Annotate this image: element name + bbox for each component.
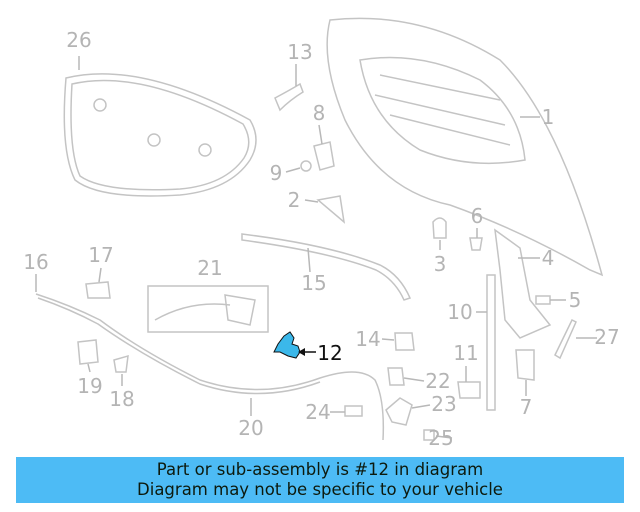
part-6[interactable] (469, 237, 483, 251)
part-15-seal[interactable] (241, 233, 412, 301)
callout-label-26[interactable]: 26 (66, 28, 91, 52)
part-25[interactable] (423, 429, 435, 441)
leader-line-15 (307, 247, 311, 273)
info-banner: Part or sub-assembly is #12 in diagram D… (16, 457, 624, 503)
callout-label-20[interactable]: 20 (238, 416, 263, 440)
leader-line-9 (285, 167, 301, 173)
callout-label-18[interactable]: 18 (109, 387, 134, 411)
callout-label-19[interactable]: 19 (77, 374, 102, 398)
part-7[interactable] (515, 349, 535, 381)
callout-label-6[interactable]: 6 (471, 204, 484, 228)
banner-line-1: Part or sub-assembly is #12 in diagram (156, 460, 484, 479)
callout-label-3[interactable]: 3 (434, 252, 447, 276)
callout-label-27[interactable]: 27 (594, 325, 619, 349)
leader-line-17 (98, 267, 102, 283)
callout-label-16[interactable]: 16 (23, 250, 48, 274)
part-20-cable[interactable] (35, 293, 385, 441)
callout-label-21[interactable]: 21 (197, 256, 222, 280)
part-8[interactable] (313, 141, 335, 171)
banner-line-2: Diagram may not be specific to your vehi… (137, 480, 503, 499)
leader-line-23 (411, 404, 431, 409)
callout-label-2[interactable]: 2 (288, 188, 301, 212)
callout-label-17[interactable]: 17 (88, 243, 113, 267)
part-22[interactable] (387, 367, 405, 386)
leader-line-8 (318, 124, 323, 145)
callout-label-8[interactable]: 8 (313, 101, 326, 125)
callout-label-24[interactable]: 24 (305, 400, 330, 424)
leader-line-14 (381, 338, 395, 341)
part-12-highlighted[interactable] (273, 331, 316, 359)
callout-label-4[interactable]: 4 (542, 246, 555, 270)
callout-label-9[interactable]: 9 (270, 161, 283, 185)
callout-label-1[interactable]: 1 (542, 105, 555, 129)
leader-line-19 (87, 363, 91, 373)
part-21-box[interactable] (147, 285, 269, 333)
callout-label-23[interactable]: 23 (431, 392, 456, 416)
part-1-hood[interactable] (326, 17, 604, 277)
callout-label-13[interactable]: 13 (287, 40, 312, 64)
part-27[interactable] (554, 318, 577, 360)
callout-label-14[interactable]: 14 (355, 327, 380, 351)
callout-label-22[interactable]: 22 (425, 369, 450, 393)
callout-label-7[interactable]: 7 (520, 395, 533, 419)
leader-line-2 (304, 199, 319, 203)
part-23[interactable] (385, 397, 413, 426)
part-17[interactable] (85, 281, 111, 299)
callout-label-10[interactable]: 10 (447, 300, 472, 324)
part-18[interactable] (113, 354, 129, 373)
part-4[interactable] (494, 228, 552, 339)
part-2[interactable] (316, 195, 346, 224)
part-11[interactable] (457, 381, 481, 399)
leader-line-25 (435, 435, 453, 439)
part-5[interactable] (535, 295, 551, 305)
part-14[interactable] (394, 332, 415, 351)
part-10-strut[interactable] (486, 274, 496, 411)
part-19[interactable] (77, 339, 99, 365)
callout-label-12[interactable]: 12 (317, 341, 342, 365)
part-13[interactable] (274, 82, 304, 112)
part-26-insulator[interactable] (63, 73, 257, 197)
part-24[interactable] (344, 405, 363, 417)
callout-label-15[interactable]: 15 (301, 271, 326, 295)
callout-label-11[interactable]: 11 (453, 341, 478, 365)
leader-line-22 (403, 377, 425, 382)
callout-label-25[interactable]: 25 (428, 426, 453, 450)
part-9[interactable] (300, 160, 312, 172)
part-3[interactable] (432, 217, 447, 239)
callout-label-5[interactable]: 5 (569, 288, 582, 312)
